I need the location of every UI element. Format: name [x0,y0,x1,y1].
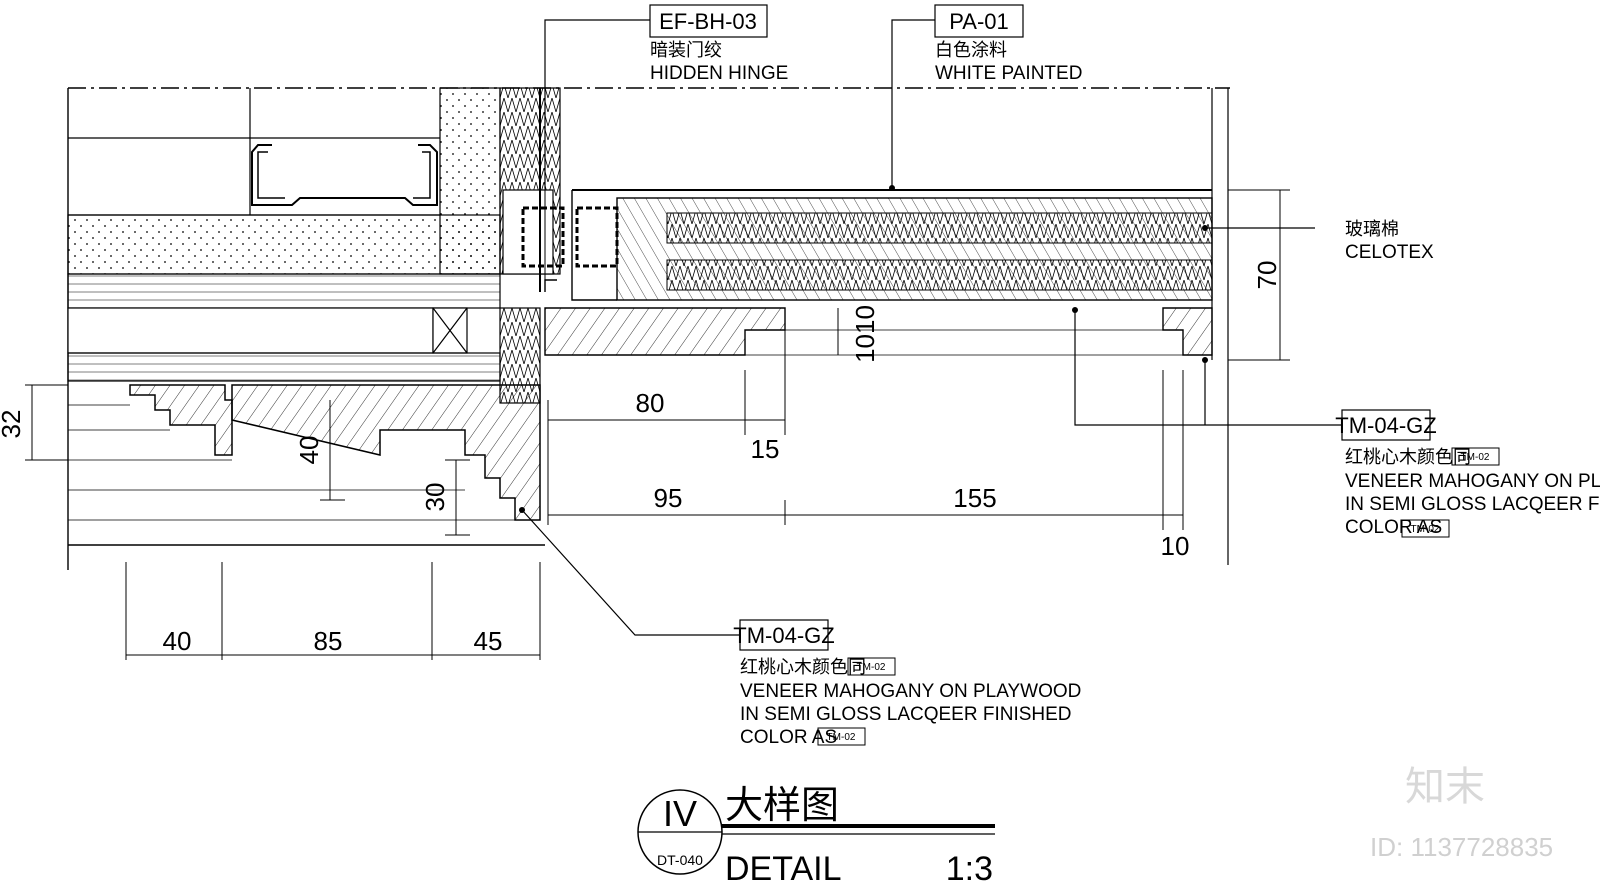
wood-moulding-left [129,384,233,456]
veneer-right-code: TM-04-GZ [1335,413,1436,438]
door-frame-lower-right [1162,307,1213,356]
celotex-en: CELOTEX [1345,242,1434,263]
veneer-right-cn: 红桃心木颜色同 [1345,447,1471,467]
dim-155: 155 [953,483,996,513]
hinge-en: HIDDEN HINGE [650,63,788,84]
hidden-hinge-box-2 [575,206,619,268]
celotex-layer-1 [666,212,1213,244]
veneer-left-code: TM-04-GZ [733,623,834,648]
dim-40: 40 [163,626,192,656]
detail-number: IV [663,793,697,834]
veneer-left-line2: IN SEMI GLOSS LACQEER FINISHED [740,704,1072,725]
gypsum-board-horizontal [67,214,501,275]
celotex-layer-2 [666,259,1213,291]
hinge-code: EF-BH-03 [659,9,757,34]
celotex-cn: 玻璃棉 [1345,219,1399,239]
leader-veneer-right [1074,310,1342,426]
leader-veneer-left [521,509,740,636]
veneer-left-code-box [739,619,829,651]
veneer-right-line3-tag: TM-02 [1411,524,1440,535]
leader-paint [891,19,935,188]
title-cn: 大样图 [725,785,839,827]
paint-en: WHITE PAINTED [935,63,1082,84]
leader-hinge [544,19,650,188]
hinge-code-box [649,4,768,38]
watermark-id: ID: 1137728835 [1370,832,1553,862]
title-en: DETAIL [725,850,842,888]
veneer-left-line3: COLOR AS [740,727,837,748]
veneer-right-cn-tag: TM-02 [1461,452,1490,463]
dim-32: 32 [0,410,26,439]
paint-cn: 白色涂料 [935,40,1007,60]
dim-10: 10 [1161,531,1190,561]
dim-80: 80 [636,388,665,418]
paint-code: PA-01 [949,9,1009,34]
dim-30: 30 [420,483,450,512]
veneer-right-line3: COLOR AS [1345,517,1442,538]
hinge-cn: 暗装门绞 [650,40,722,60]
hidden-hinge-box-1 [521,206,565,268]
dim-85: 85 [314,626,343,656]
watermark-logo: 知末 [1405,765,1485,809]
veneer-left-line1: VENEER MAHOGANY ON PLAYWOOD [740,681,1081,702]
dimension-lines [25,189,1290,660]
veneer-right-line1: VENEER MAHOGANY ON PLAYWOOD [1345,471,1600,492]
veneer-left-cn-tag: TM-02 [857,662,886,673]
door-frame-lower-left [544,307,786,356]
veneer-left-cn: 红桃心木颜色同 [740,657,866,677]
dim-45: 45 [474,626,503,656]
veneer-right-line2: IN SEMI GLOSS LACQEER FINISHED [1345,494,1600,515]
dim-70: 70 [1252,261,1282,290]
veneer-left-line3-tag: TM-02 [827,732,856,743]
dim-95: 95 [654,483,683,513]
title-scale: 1:3 [946,850,993,888]
sheet-number: DT-040 [657,852,703,868]
paint-code-box [934,4,1024,38]
dim-1010: 1010 [850,305,880,363]
wood-skirting [231,384,541,521]
dim-15: 15 [751,434,780,464]
veneer-right-code-box [1341,409,1431,441]
c-channel-profile [251,144,438,206]
dim-40-vertical: 40 [294,436,324,465]
